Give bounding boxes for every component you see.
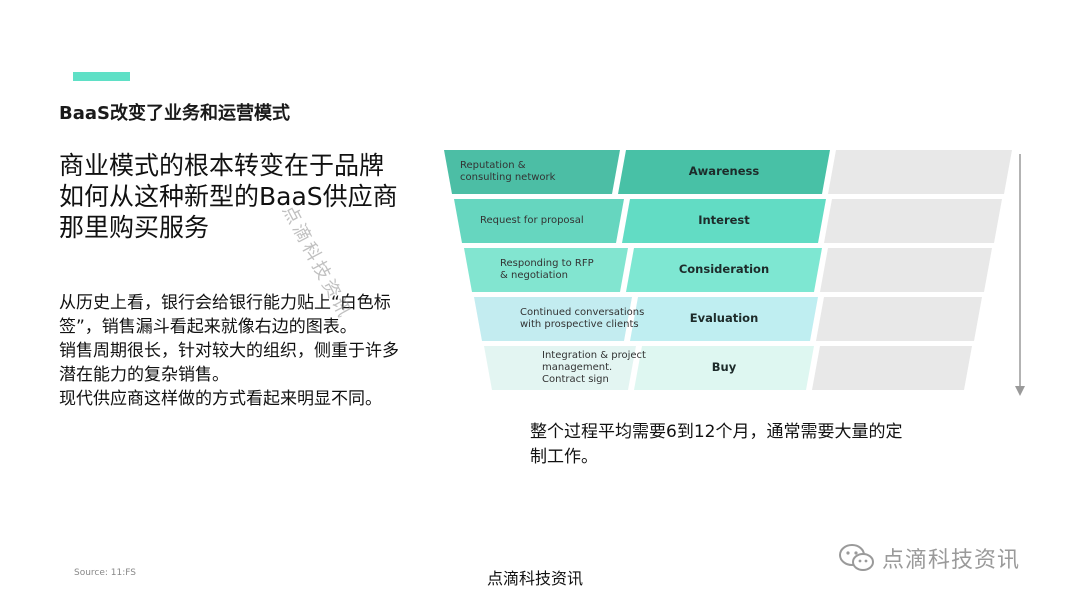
funnel-stage-description: Request for proposal: [480, 215, 584, 226]
funnel-left-segment: [484, 346, 636, 390]
body-paragraph-3: 现代供应商这样做的方式看起来明显不同。: [59, 389, 382, 409]
funnel-stage-name: Interest: [698, 213, 750, 227]
funnel-graphic: [444, 150, 1025, 396]
funnel-stage-segment: [626, 248, 822, 292]
funnel-stage-segment: [634, 346, 814, 390]
funnel-stage-name: Awareness: [688, 164, 760, 178]
funnel-left-segment: [444, 150, 620, 194]
funnel-right-segment: [828, 150, 1012, 194]
funnel-stage-segment: [622, 199, 826, 243]
funnel-stage-name: Buy: [711, 360, 737, 374]
arrow-down-icon: [1015, 386, 1025, 396]
brand-watermark: 点滴科技资讯: [838, 542, 1020, 574]
funnel-right-segment: [816, 297, 982, 341]
funnel-stage-description: Responding to RFP & negotiation: [500, 258, 594, 281]
funnel-stage-name: Consideration: [678, 262, 770, 276]
accent-bar: [73, 72, 130, 81]
body-paragraph-1: 从历史上看，银行会给银行能力贴上“白色标签”，销售漏斗看起来就像右边的图表。: [59, 293, 391, 337]
funnel-stage-segment: [618, 150, 830, 194]
wechat-icon: [839, 544, 874, 571]
funnel-stage-description: Continued conversations with prospective…: [520, 307, 645, 330]
funnel-stage-description: Reputation & consulting network: [460, 160, 556, 183]
headline: 商业模式的根本转变在于品牌如何从这种新型的BaaS供应商那里购买服务: [59, 151, 398, 242]
body-text: 从历史上看，银行会给银行能力贴上“白色标签”，销售漏斗看起来就像右边的图表。 销…: [59, 291, 399, 411]
brand-name: 点滴科技资讯: [882, 548, 1021, 573]
footer-text: 点滴科技资讯: [487, 569, 584, 588]
funnel-right-segment: [820, 248, 992, 292]
funnel-right-segment: [824, 199, 1002, 243]
funnel-left-segment: [464, 248, 628, 292]
source-note: Source: 11:FS: [74, 568, 137, 578]
sales-funnel: Reputation & consulting network Awareness…: [440, 150, 1040, 400]
funnel-stage-segment: [630, 297, 818, 341]
funnel-right-segment: [812, 346, 972, 390]
funnel-left-segment: [474, 297, 632, 341]
funnel-stage-description: Integration & project management. Contra…: [542, 350, 646, 385]
section-title: BaaS改变了业务和运营模式: [59, 103, 290, 124]
summary-text: 整个过程平均需要6到12个月，通常需要大量的定制工作。: [530, 422, 903, 467]
body-paragraph-2: 销售周期很长，针对较大的组织，侧重于许多潜在能力的复杂销售。: [59, 341, 399, 385]
funnel-stage-name: Evaluation: [689, 311, 759, 325]
funnel-left-segment: [454, 199, 624, 243]
